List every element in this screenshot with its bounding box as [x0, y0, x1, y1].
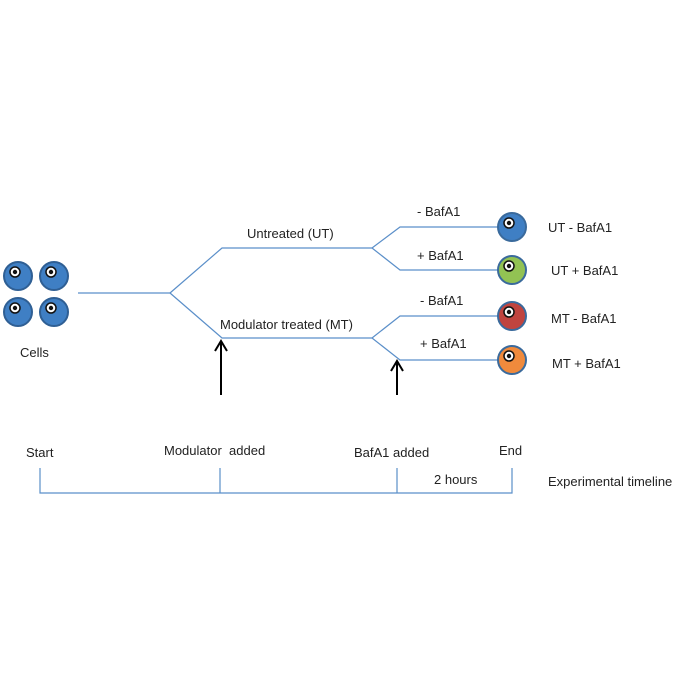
timeline-event-start: Start [26, 445, 54, 460]
bafa1-arrow-icon [390, 359, 404, 395]
modulator-arrow-icon [214, 339, 228, 395]
branch-label-untreated: Untreated (UT) [247, 226, 334, 241]
sub-branch-label-minus-bafa1: - BafA1 [417, 204, 460, 219]
outcome-cell-icon [497, 301, 527, 331]
timeline-event-end: End [499, 443, 522, 458]
cells-label: Cells [20, 345, 49, 360]
sub-branch-label-plus-bafa1: + BafA1 [417, 248, 464, 263]
cell-icon [3, 297, 33, 327]
cells-cluster [3, 261, 69, 327]
outcome-label-mt-plus-bafa1: MT + BafA1 [552, 356, 621, 371]
cell-icon [39, 297, 69, 327]
outcome-label-ut-plus-bafa1: UT + BafA1 [551, 263, 618, 278]
sub-branch-label-plus-bafa1: + BafA1 [420, 336, 467, 351]
timeline-axis [39, 468, 513, 494]
outcome-label-mt-minus-bafa1: MT - BafA1 [551, 311, 617, 326]
branch-lines [78, 226, 498, 361]
outcome-cell-icon [497, 212, 527, 242]
timeline-event-bafa1-added: BafA1 added [354, 445, 429, 460]
timeline-event-modulator-added: Modulator added [164, 443, 265, 458]
cell-icon [3, 261, 33, 291]
branch-label-modulator-treated: Modulator treated (MT) [220, 317, 353, 332]
cell-icon [39, 261, 69, 291]
outcome-label-ut-minus-bafa1: UT - BafA1 [548, 220, 612, 235]
timeline-title: Experimental timeline [548, 474, 672, 489]
timeline-interval-label: 2 hours [434, 472, 478, 487]
outcome-cell-icon [497, 345, 527, 375]
sub-branch-label-minus-bafa1: - BafA1 [420, 293, 463, 308]
outcome-cell-icon [497, 255, 527, 285]
